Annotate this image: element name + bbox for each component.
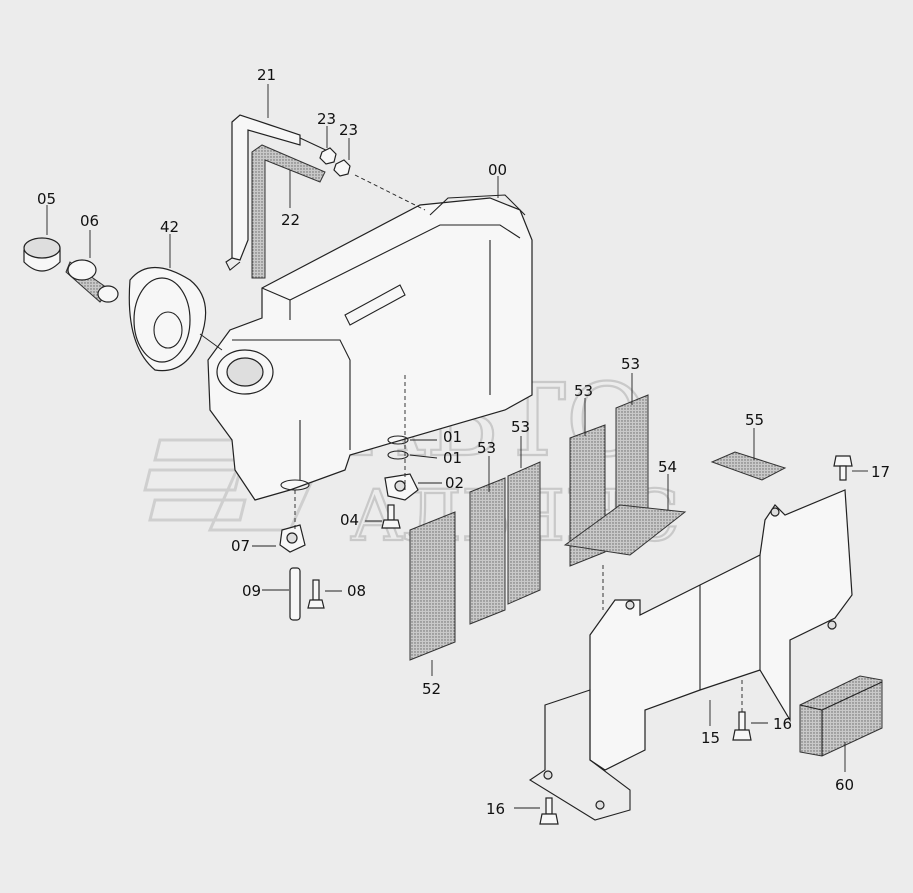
rubber-pad-22 bbox=[251, 144, 326, 279]
pad-54 bbox=[563, 504, 687, 556]
callout-53-b: 53 bbox=[511, 418, 530, 436]
fuel-tank bbox=[207, 194, 533, 501]
callout-42: 42 bbox=[160, 218, 179, 236]
callout-54: 54 bbox=[658, 458, 677, 476]
callout-08: 08 bbox=[347, 582, 366, 600]
pad-55 bbox=[710, 451, 787, 481]
bolt-16-a bbox=[732, 711, 752, 741]
bolt-16-b bbox=[539, 797, 559, 825]
pad-53-b bbox=[507, 461, 541, 605]
bolt-17 bbox=[833, 455, 853, 481]
pad-53-a bbox=[469, 477, 506, 625]
callout-01-a: 01 bbox=[443, 428, 462, 446]
callout-06: 06 bbox=[80, 212, 99, 230]
callout-15: 15 bbox=[701, 729, 720, 747]
bolt-08 bbox=[307, 579, 325, 609]
callout-05: 05 bbox=[37, 190, 56, 208]
hose-09 bbox=[289, 567, 301, 621]
o-rings-01 bbox=[387, 435, 409, 460]
sensor-02 bbox=[384, 473, 419, 501]
callout-09: 09 bbox=[242, 582, 261, 600]
flange-42 bbox=[128, 267, 207, 372]
callout-21: 21 bbox=[257, 66, 276, 84]
callout-02: 02 bbox=[445, 474, 464, 492]
leader-lines bbox=[46, 84, 868, 809]
callout-01-b: 01 bbox=[443, 449, 462, 467]
strap-21 bbox=[225, 114, 331, 271]
callout-52: 52 bbox=[422, 680, 441, 698]
callout-17: 17 bbox=[871, 463, 890, 481]
cover-60 bbox=[799, 675, 883, 757]
strainer-06 bbox=[65, 259, 119, 303]
callout-22: 22 bbox=[281, 211, 300, 229]
callout-00: 00 bbox=[488, 161, 507, 179]
fuel-cap-05 bbox=[23, 237, 61, 272]
nuts-23 bbox=[319, 147, 351, 177]
callout-labels: 21 22 23 23 00 05 06 42 01 01 02 04 07 0… bbox=[37, 66, 890, 818]
callout-53-d: 53 bbox=[621, 355, 640, 373]
drain-valve-07 bbox=[279, 524, 306, 553]
callout-07: 07 bbox=[231, 537, 250, 555]
pad-52 bbox=[409, 511, 456, 661]
callout-53-c: 53 bbox=[574, 382, 593, 400]
bolt-04 bbox=[381, 504, 401, 529]
bracket-15 bbox=[528, 489, 853, 821]
callout-16-b: 16 bbox=[486, 800, 505, 818]
callout-53-a: 53 bbox=[477, 439, 496, 457]
callout-23-a: 23 bbox=[317, 110, 336, 128]
callout-60: 60 bbox=[835, 776, 854, 794]
callout-23-b: 23 bbox=[339, 121, 358, 139]
callout-04: 04 bbox=[340, 511, 359, 529]
callout-16-a: 16 bbox=[773, 715, 792, 733]
callout-55: 55 bbox=[745, 411, 764, 429]
